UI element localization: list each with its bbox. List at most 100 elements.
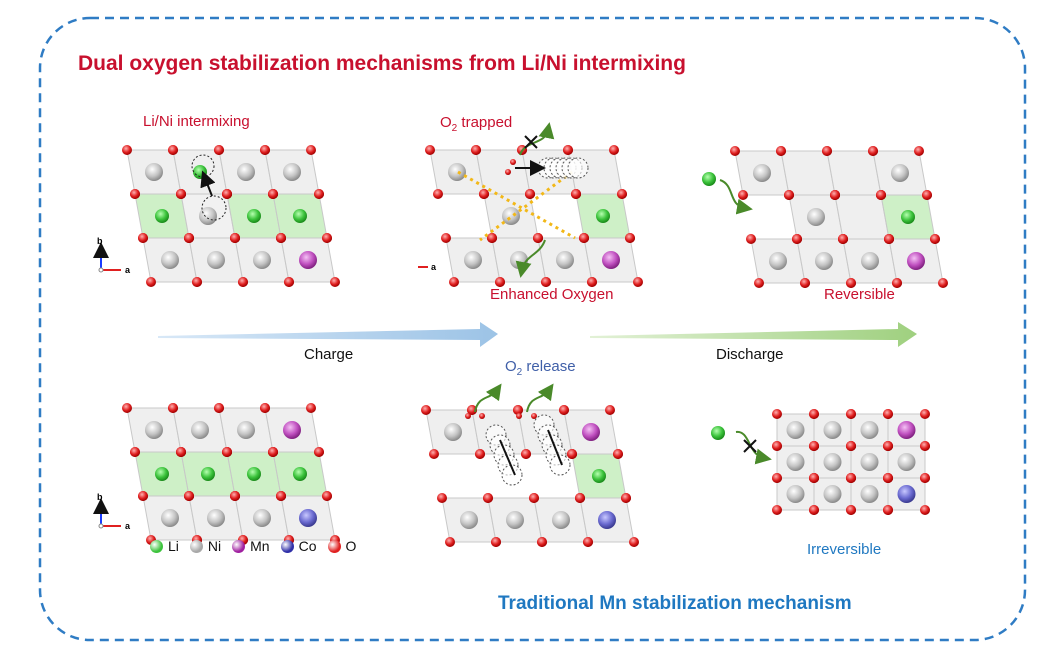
ni-atom (860, 485, 879, 503)
oxygen-atom (838, 234, 848, 244)
oxygen-atom (575, 493, 585, 503)
oxygen-atom (868, 146, 878, 156)
oxygen-atom (830, 190, 840, 200)
top-left-axes-origin (98, 267, 104, 273)
ghost-atom (567, 157, 589, 179)
ni-atom (207, 509, 225, 527)
ni-atom (145, 421, 163, 439)
enhanced-oxygen-label: Enhanced Oxygen (490, 286, 614, 303)
oxygen-atom (605, 405, 615, 415)
li-atom (293, 209, 307, 223)
dashed-circle (201, 195, 227, 221)
oxygen-atom (920, 441, 930, 451)
ni-atom (552, 511, 570, 529)
ni-atom (786, 485, 805, 503)
charge-label: Charge (304, 346, 354, 363)
bottom-left-axes-b-label: b (97, 492, 103, 502)
oxygen-atom (579, 233, 589, 243)
oxygen-atom (483, 493, 493, 503)
oxygen-atom (268, 189, 278, 199)
oxygen-atom (613, 449, 623, 459)
oxygen-atom (563, 145, 573, 155)
top-title: Dual oxygen stabilization mechanisms fro… (78, 52, 686, 75)
oxygen-atom (138, 491, 148, 501)
oxygen-atom (222, 189, 232, 199)
oxygen-atom (276, 491, 286, 501)
ni-atom (786, 421, 805, 439)
blocked-x-icon (743, 439, 757, 453)
irreversible-label: Irreversible (807, 541, 882, 558)
oxygen-atom (776, 146, 786, 156)
ni-atom (510, 251, 528, 269)
oxygen-atom (883, 409, 893, 419)
oxygen-atom (276, 233, 286, 243)
oxygen-atom (184, 233, 194, 243)
ni-atom (823, 453, 842, 471)
li-atom (247, 209, 261, 223)
blocked-x-icon (524, 135, 538, 149)
mn-atom (299, 251, 317, 269)
oxygen-atom (122, 403, 132, 413)
oxygen-atom (513, 405, 523, 415)
o2-molecule-atom (505, 169, 511, 175)
oxygen-atom (754, 278, 764, 288)
oxygen-atom (138, 233, 148, 243)
li-atom (155, 467, 169, 481)
oxygen-atom (559, 405, 569, 415)
discharge-arrow (590, 322, 917, 347)
ni-atom (145, 163, 163, 181)
oxygen-atom (168, 403, 178, 413)
oxygen-atom (284, 277, 294, 287)
ni-atom (460, 511, 478, 529)
o-legend-swatch (327, 539, 341, 553)
oxygen-atom (792, 234, 802, 244)
o2-molecule-atom (510, 159, 516, 165)
ni-legend-label: Ni (207, 538, 222, 554)
oxygen-atom (146, 277, 156, 287)
charge-arrow (158, 322, 498, 347)
top-middle-a-label: a (431, 262, 437, 272)
oxygen-arrow (515, 239, 546, 278)
mn-legend-label: Mn (250, 538, 270, 554)
oxygen-atom (192, 277, 202, 287)
oxygen-atom (920, 409, 930, 419)
co-legend-label: Co (298, 538, 317, 554)
oxygen-atom (230, 491, 240, 501)
oxygen-atom (214, 145, 224, 155)
oxygen-atom (809, 505, 819, 515)
li-atom (293, 467, 307, 481)
o2r-prefix: O (505, 358, 517, 375)
oxygen-atom (772, 441, 782, 451)
reversible-label: Reversible (824, 286, 895, 303)
oxygen-atom (495, 277, 505, 287)
oxygen-atom (772, 505, 782, 515)
oxygen-atom (306, 145, 316, 155)
mn-atom (907, 252, 925, 270)
oxygen-atom (525, 189, 535, 199)
oxygen-atom (583, 537, 593, 547)
oxygen-atom (922, 190, 932, 200)
ni-atom (448, 163, 466, 181)
ni-atom (556, 251, 574, 269)
bottom-title: Traditional Mn stabilization mechanism (498, 593, 852, 614)
ni-atom (891, 164, 909, 182)
oxygen-atom (772, 409, 782, 419)
oxygen-atom (822, 146, 832, 156)
oxygen-atom (214, 403, 224, 413)
oxygen-atom (479, 189, 489, 199)
li-atom-blocked (711, 426, 725, 440)
li-atom (901, 210, 915, 224)
ghost-atom (501, 464, 523, 486)
oxygen-atom (176, 189, 186, 199)
ni-atom (815, 252, 833, 270)
insertion-arrow (719, 179, 753, 215)
oxygen-atom (846, 409, 856, 419)
oxygen-atom (809, 441, 819, 451)
ni-atom (207, 251, 225, 269)
mn-atom (602, 251, 620, 269)
ni-atom (502, 207, 520, 225)
oxygen-atom (809, 409, 819, 419)
ni-atom (283, 163, 301, 181)
ni-atom (464, 251, 482, 269)
